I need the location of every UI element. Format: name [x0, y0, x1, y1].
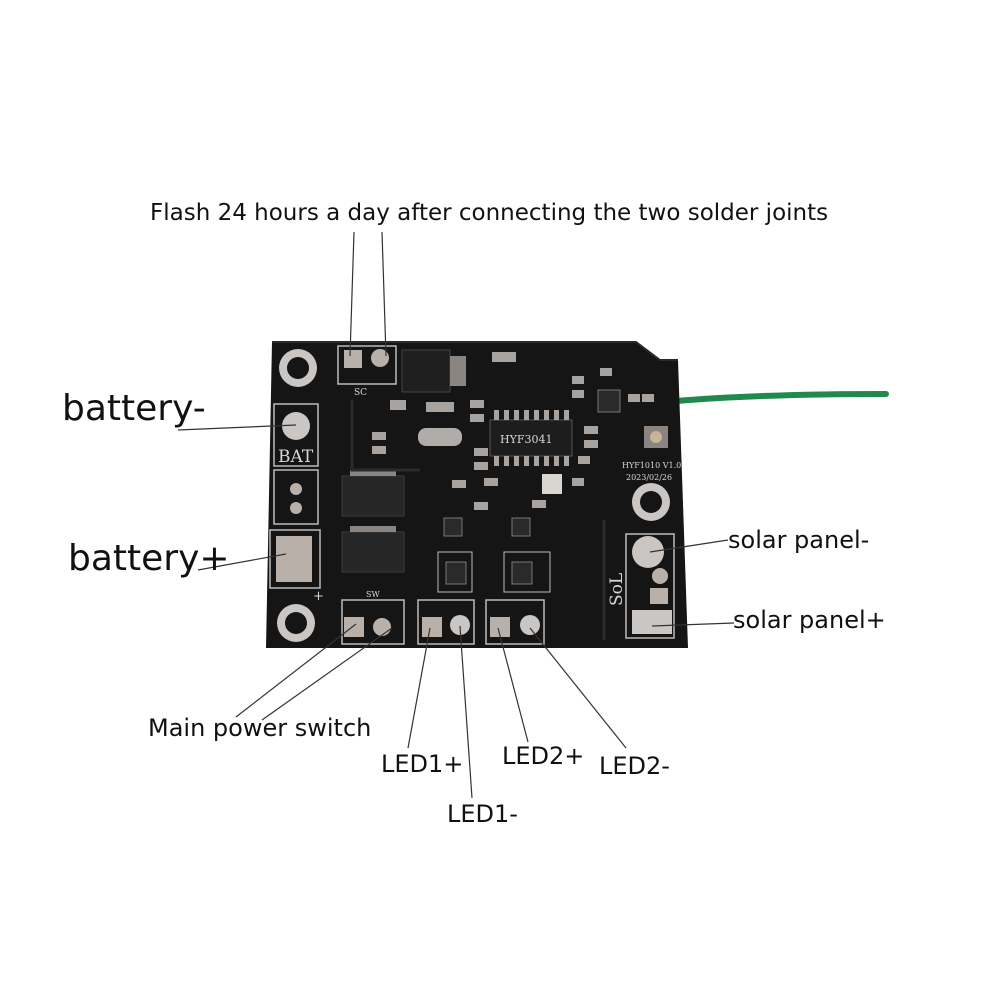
button-s1-top	[650, 431, 662, 443]
label-solar-minus: solar panel-	[728, 526, 870, 554]
small-ic-u3	[597, 389, 621, 413]
led1-outline	[417, 599, 475, 645]
label-led2-plus: LED2+	[502, 742, 585, 770]
solar-plus-pad	[632, 610, 672, 634]
regulator	[401, 349, 451, 393]
leader-sc-right	[381, 231, 387, 357]
leader-battery-minus	[177, 424, 297, 431]
silk-sol: SoL	[607, 573, 627, 606]
leader-sc-left	[349, 231, 355, 357]
mosfet-q1	[437, 551, 473, 593]
crystal-y2	[542, 474, 562, 494]
silk-date: 2023/02/26	[626, 473, 672, 482]
mounting-hole	[277, 604, 315, 642]
leader-switch-a	[235, 623, 357, 718]
mosfet-q1-body	[445, 561, 467, 585]
label-led2-minus: LED2-	[599, 752, 670, 780]
label-led1-plus: LED1+	[381, 750, 464, 778]
silk-sw: SW	[366, 590, 380, 599]
diode-lead	[350, 470, 396, 476]
bat-aux-pad	[290, 483, 302, 495]
diode-lead	[350, 526, 396, 532]
label-top-note: Flash 24 hours a day after connecting th…	[150, 200, 829, 226]
sc-pad-square	[344, 350, 362, 368]
label-battery-minus: battery-	[62, 388, 206, 429]
regulator-tab	[450, 356, 466, 386]
bat-aux-pad	[290, 502, 302, 514]
sc-outline	[337, 345, 397, 385]
passive-components	[372, 352, 654, 510]
led2-plus-pad	[490, 617, 510, 637]
mosfet-q4	[503, 551, 551, 593]
pcb-edge-highlight	[272, 341, 678, 361]
bat-aux-outline	[273, 469, 319, 525]
bat-outline	[273, 403, 319, 467]
label-battery-plus: battery+	[68, 538, 230, 579]
bat-plus-outline	[269, 529, 321, 589]
diode	[341, 531, 405, 573]
silk-plus: +	[313, 589, 324, 604]
leader-solar-plus	[651, 622, 735, 627]
antenna-wire	[673, 391, 889, 404]
silk-bat: BAT	[278, 447, 314, 467]
led1-minus-pad	[450, 615, 470, 635]
diode	[341, 475, 405, 517]
sw-outline	[341, 599, 405, 645]
sw-pad-square	[344, 617, 364, 637]
trace	[350, 400, 420, 472]
label-main-switch: Main power switch	[148, 714, 372, 742]
silk-sc: SC	[354, 388, 367, 398]
leader-battery-plus	[197, 553, 287, 571]
mounting-hole	[632, 483, 670, 521]
bat-plus-pad	[276, 536, 312, 582]
solar-aux-pad	[650, 588, 668, 604]
sc-pad-round	[371, 349, 389, 367]
transistor	[511, 517, 531, 537]
bat-minus-pad	[282, 412, 310, 440]
label-led1-minus: LED1-	[447, 800, 518, 828]
led1-plus-pad	[422, 617, 442, 637]
leader-led2-plus	[497, 627, 529, 743]
leader-switch-b	[261, 627, 393, 721]
crystal-y1	[418, 428, 462, 446]
leader-led2-minus	[529, 627, 627, 749]
leader-led1-plus	[407, 627, 431, 749]
ic-pins	[494, 410, 569, 466]
main-ic	[489, 419, 573, 457]
led2-outline	[485, 599, 545, 645]
leader-lines	[177, 231, 735, 799]
ic-marking: HYF3041	[500, 433, 552, 446]
sw-pad-round	[373, 618, 391, 636]
leader-led1-minus	[459, 625, 473, 799]
transistor	[443, 517, 463, 537]
mounting-hole	[279, 349, 317, 387]
solar-aux-pad	[652, 568, 668, 584]
silk-model: HYF1010 V1.0	[622, 461, 681, 470]
solar-minus-pad	[632, 536, 664, 568]
leader-solar-minus	[649, 539, 729, 553]
label-solar-plus: solar panel+	[733, 606, 886, 634]
sol-outline	[625, 533, 675, 639]
led2-minus-pad	[520, 615, 540, 635]
mosfet-q4-body	[511, 561, 533, 585]
